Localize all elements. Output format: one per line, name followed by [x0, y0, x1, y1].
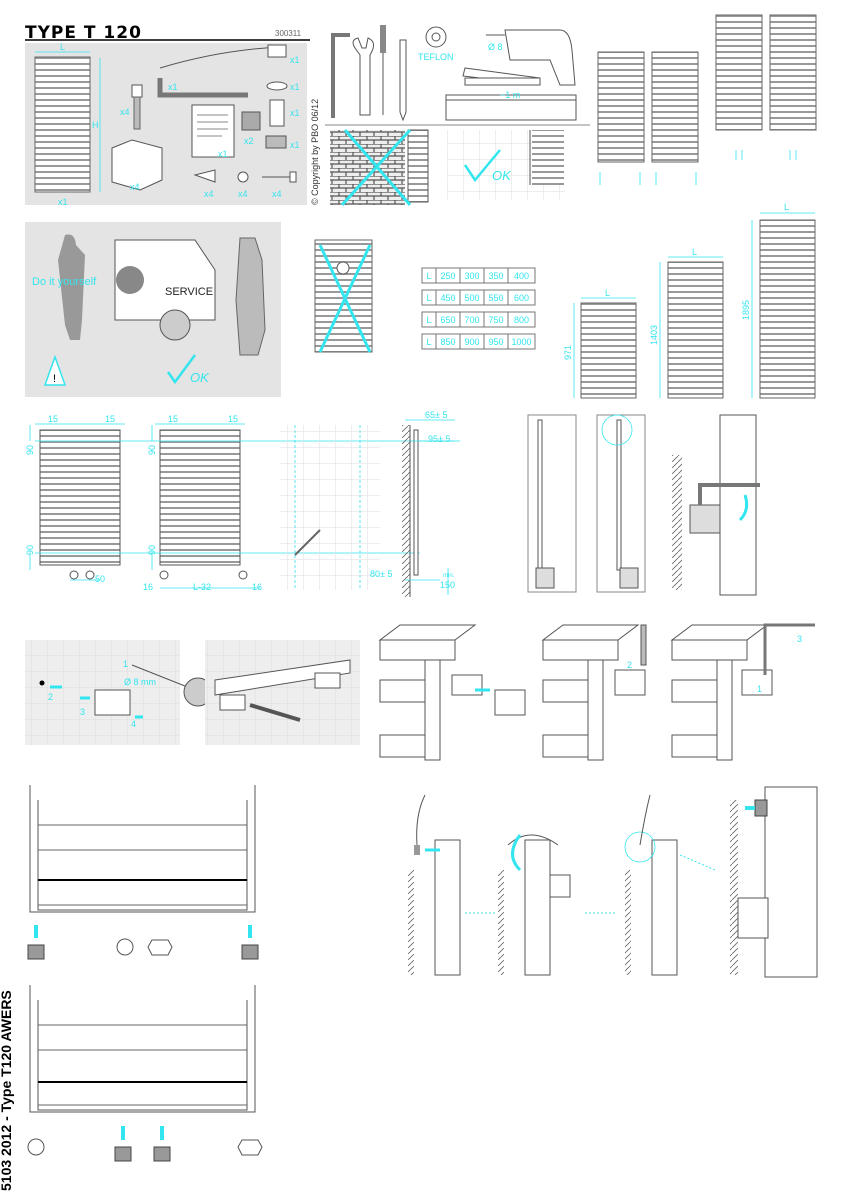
svg-text:90: 90 — [25, 545, 35, 555]
svg-text:65± 5: 65± 5 — [425, 410, 447, 420]
svg-text:90: 90 — [147, 445, 157, 455]
svg-text:Do it yourself: Do it yourself — [32, 276, 97, 288]
svg-text:16: 16 — [143, 582, 153, 592]
table-cell-value: 450 — [440, 293, 455, 303]
table-cell-value: 500 — [464, 293, 479, 303]
svg-text:15: 15 — [105, 414, 115, 424]
svg-text:x1: x1 — [290, 82, 300, 92]
svg-text:150: 150 — [440, 580, 455, 590]
side-document-label: 5103 2012 - Type T120 AWERS — [0, 990, 14, 1191]
valve-positions — [27, 785, 263, 1162]
bracket-steps: 2 1 3 — [378, 623, 815, 761]
header: TYPE T 120 300311 © Copyright by PBO 06/… — [25, 23, 320, 205]
table-cell-value: 900 — [464, 337, 479, 347]
radiator-drawing — [34, 56, 91, 193]
svg-text:!: ! — [53, 373, 56, 385]
table-cell-value: 1000 — [511, 337, 531, 347]
parts-panel: L H x1 x1 x1 x4 x4 x1 x2 x1 x1 x1 x4 x4 … — [25, 42, 307, 207]
table-cell-value: 800 — [514, 315, 529, 325]
table-cell-value: 250 — [440, 271, 455, 281]
svg-text:H: H — [92, 120, 99, 130]
svg-text:x2: x2 — [244, 136, 254, 146]
table-cell-value: 300 — [464, 271, 479, 281]
page-title: TYPE T 120 — [25, 23, 142, 43]
table-cell — [507, 289, 536, 306]
side-view-mounting — [527, 414, 760, 596]
svg-text:L: L — [605, 288, 610, 298]
table-cell-value: 550 — [488, 293, 503, 303]
drilling-steps: 1 Ø 8 mm 2 3 4 — [25, 640, 360, 745]
svg-text:1: 1 — [123, 659, 128, 669]
svg-text:min.: min. — [443, 573, 455, 579]
table-cell-value: 650 — [440, 315, 455, 325]
svg-text:90: 90 — [25, 445, 35, 455]
document-code: 300311 — [275, 29, 302, 38]
table-cell-value: 400 — [514, 271, 529, 281]
svg-text:OK: OK — [190, 370, 210, 385]
svg-text:TEFLON: TEFLON — [418, 52, 454, 62]
table-cell — [507, 311, 536, 328]
svg-text:x1: x1 — [218, 149, 228, 159]
svg-text:90: 90 — [147, 545, 157, 555]
svg-text:Ø 8 mm: Ø 8 mm — [124, 677, 156, 687]
svg-text:1403: 1403 — [649, 325, 659, 345]
svg-text:x4: x4 — [120, 107, 130, 117]
svg-text:971: 971 — [563, 345, 573, 360]
svg-text:x1: x1 — [290, 55, 300, 65]
svg-text:SERVICE: SERVICE — [165, 286, 213, 298]
svg-text:Ø 8: Ø 8 — [488, 42, 503, 52]
svg-text:2: 2 — [627, 660, 632, 670]
svg-text:2: 2 — [48, 692, 53, 702]
svg-text:x4: x4 — [272, 189, 282, 199]
no-climbing-warning — [314, 239, 373, 353]
table-cell-value: L — [426, 315, 431, 325]
vent-sequence — [408, 786, 818, 978]
svg-text:L: L — [60, 42, 65, 52]
svg-text:L: L — [692, 247, 697, 257]
svg-text:x1: x1 — [290, 108, 300, 118]
height-variants: L L L 971 1403 1895 — [563, 202, 816, 399]
connection-variants — [597, 14, 817, 185]
svg-text:x1: x1 — [290, 140, 300, 150]
svg-text:50: 50 — [95, 574, 105, 584]
table-cell-value: 850 — [440, 337, 455, 347]
dimension-drawings: 15 15 15 15 90 90 90 90 50 16 L-32 16 65… — [25, 410, 460, 597]
svg-text:x1: x1 — [58, 197, 68, 207]
svg-text:1895: 1895 — [741, 300, 751, 320]
svg-text:15: 15 — [228, 414, 238, 424]
svg-text:15: 15 — [48, 414, 58, 424]
svg-text:1: 1 — [757, 684, 762, 694]
svg-text:x1: x1 — [168, 82, 178, 92]
copyright: © Copyright by PBO 06/12 — [310, 99, 320, 205]
svg-text:~1 m: ~1 m — [500, 90, 520, 100]
table-cell — [507, 333, 536, 350]
table-cell — [507, 267, 536, 284]
svg-text:3: 3 — [80, 707, 85, 717]
table-cell-value: 350 — [488, 271, 503, 281]
svg-text:L-32: L-32 — [193, 582, 211, 592]
table-cell-value: 700 — [464, 315, 479, 325]
svg-text:95± 5: 95± 5 — [428, 434, 450, 444]
table-cell-value: 750 — [488, 315, 503, 325]
svg-text:4: 4 — [131, 719, 136, 729]
svg-text:OK: OK — [492, 168, 512, 183]
svg-text:3: 3 — [797, 634, 802, 644]
svg-text:16: 16 — [252, 582, 262, 592]
table-cell-value: L — [426, 271, 431, 281]
svg-text:x4: x4 — [238, 189, 248, 199]
svg-text:x4: x4 — [204, 189, 214, 199]
table-cell-value: 600 — [514, 293, 529, 303]
table-cell-value: 950 — [488, 337, 503, 347]
tools-panel: TEFLON Ø 8 ~1 m OK — [325, 25, 590, 207]
table-cell-value: L — [426, 293, 431, 303]
svg-text:L: L — [784, 202, 789, 212]
table-cell-value: L — [426, 337, 431, 347]
svg-text:15: 15 — [168, 414, 178, 424]
svg-text:80± 5: 80± 5 — [370, 569, 392, 579]
unsuitable-wall — [330, 130, 405, 205]
service-panel: Do it yourself ! SERVICE OK — [25, 222, 281, 397]
svg-text:x4: x4 — [130, 182, 140, 192]
